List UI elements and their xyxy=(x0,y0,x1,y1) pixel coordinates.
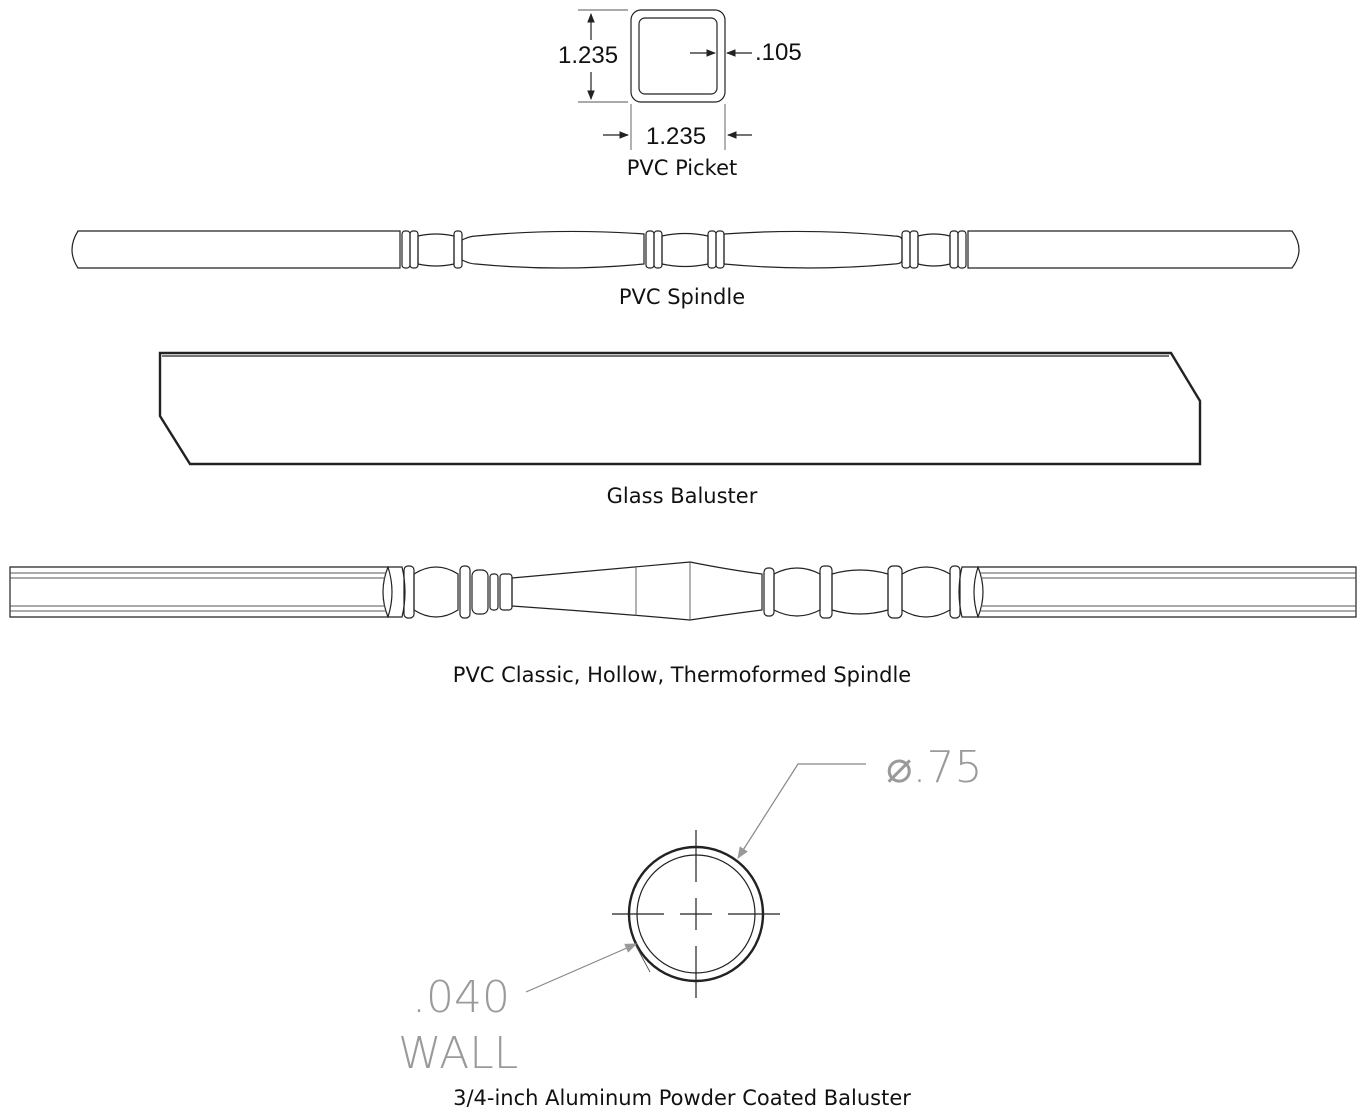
picket-height-label: 1.235 xyxy=(558,42,618,69)
aluminum-baluster-drawing: ⌀.75 .040 WALL 3/4-inch Aluminum Powder … xyxy=(398,742,982,1110)
glass-baluster-drawing: Glass Baluster xyxy=(158,351,1202,508)
spindle-right-square-section xyxy=(967,230,1300,269)
pvc-picket-caption: PVC Picket xyxy=(627,156,738,180)
wall-value-label: .040 xyxy=(412,972,510,1023)
center-mark xyxy=(612,830,780,998)
pvc-picket-drawing: 1.235 1.235 .105 PVC Picket xyxy=(558,9,802,180)
picket-inner-profile xyxy=(638,17,718,95)
classic-turned-center xyxy=(387,561,979,621)
picket-outer-profile xyxy=(630,9,726,103)
classic-left-square-section xyxy=(9,566,389,618)
glass-baluster-caption: Glass Baluster xyxy=(607,484,758,508)
pvc-spindle-caption: PVC Spindle xyxy=(619,285,745,309)
spindle-left-square-section xyxy=(71,230,401,269)
pvc-classic-spindle-drawing: PVC Classic, Hollow, Thermoformed Spindl… xyxy=(9,561,1357,687)
aluminum-baluster-caption: 3/4-inch Aluminum Powder Coated Baluster xyxy=(453,1086,911,1110)
spindle-turned-center xyxy=(401,230,967,269)
picket-wall-label: .105 xyxy=(755,39,802,66)
diameter-leader xyxy=(737,763,866,860)
glass-baluster-panel xyxy=(158,351,1202,466)
wall-word-label: WALL xyxy=(398,1028,518,1079)
classic-right-square-section xyxy=(977,566,1357,618)
pvc-spindle-drawing: PVC Spindle xyxy=(71,230,1300,309)
picket-width-label: 1.235 xyxy=(646,123,706,150)
diameter-label: ⌀.75 xyxy=(886,742,982,793)
pvc-classic-spindle-caption: PVC Classic, Hollow, Thermoformed Spindl… xyxy=(453,663,911,687)
wall-leader xyxy=(525,943,638,993)
